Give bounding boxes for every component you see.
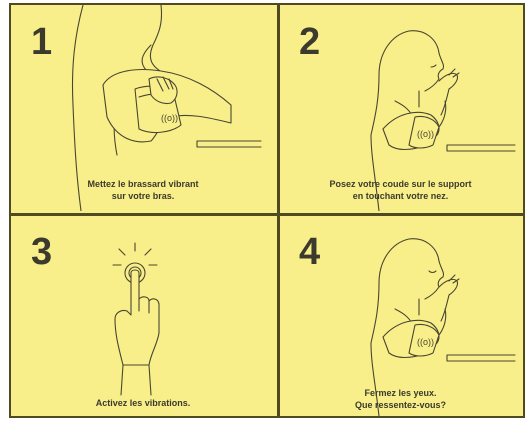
step-number: 1 xyxy=(31,23,52,61)
vibration-symbol: ((o)) xyxy=(417,337,434,347)
step-caption: Posez votre coude sur le support en touc… xyxy=(279,178,522,202)
step-caption: Mettez le brassard vibrant sur votre bra… xyxy=(11,178,275,202)
caption-line: en touchant votre nez. xyxy=(279,190,522,202)
caption-line: sur votre bras. xyxy=(11,190,275,202)
step-caption: Fermez les yeux. Que ressentez-vous? xyxy=(279,387,522,411)
step-1-panel: ((o)) 1 Mettez le brassard vibrant sur v… xyxy=(11,5,275,211)
step-number: 3 xyxy=(31,233,52,271)
instruction-grid: ((o)) 1 Mettez le brassard vibrant sur v… xyxy=(9,3,525,418)
step-4-panel: ((o)) 4 Fermez les yeux. Que ressentez-v… xyxy=(279,215,522,416)
caption-line: Activez les vibrations. xyxy=(11,397,275,409)
caption-line: Posez votre coude sur le support xyxy=(279,178,522,190)
step-2-panel: ((o)) 2 Posez votre coude sur le support… xyxy=(279,5,522,211)
step-number: 2 xyxy=(299,23,320,61)
step-caption: Activez les vibrations. xyxy=(11,397,275,409)
vibration-symbol: ((o)) xyxy=(417,129,434,139)
caption-line: Fermez les yeux. xyxy=(279,387,522,399)
vibration-symbol: ((o)) xyxy=(161,113,178,123)
step-number: 4 xyxy=(299,233,320,271)
step-3-panel: 3 Activez les vibrations. xyxy=(11,215,275,416)
caption-line: Mettez le brassard vibrant xyxy=(11,178,275,190)
caption-line: Que ressentez-vous? xyxy=(279,399,522,411)
